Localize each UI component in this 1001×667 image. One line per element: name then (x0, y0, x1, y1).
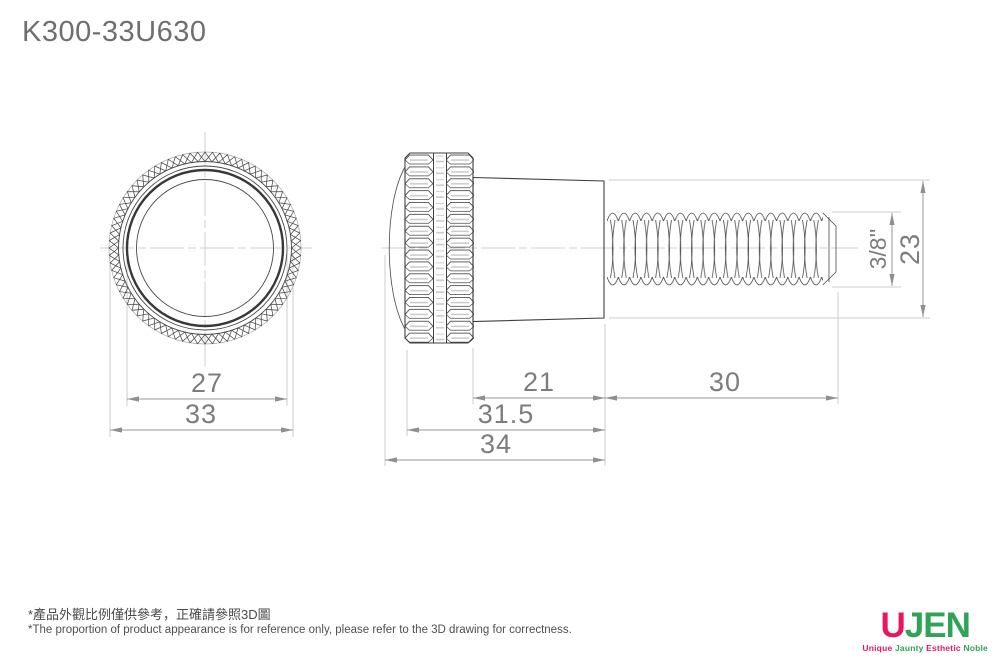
dim-label-head-collar-length: 31.5 (478, 399, 535, 429)
logo-tagline: Unique Jaunty Esthetic Noble (862, 643, 988, 653)
dim-label-knurl-diameter: 27 (191, 368, 223, 398)
dimensions: 27 33 21 30 31.5 34 3/8'' 23 (110, 181, 926, 463)
dim-label-thread-spec: 3/8'' (865, 229, 891, 270)
thread (607, 211, 823, 287)
footnotes: *產品外觀比例僅供參考，正確請參照3D圖 *The proportion of … (28, 606, 572, 638)
tagline-word-jaunty: Jaunty (894, 643, 924, 653)
knurl-panel-right (446, 153, 474, 343)
front-view (108, 151, 302, 345)
dim-label-knob-diameter: 33 (185, 399, 217, 429)
side-view (388, 152, 837, 344)
collar-outline (472, 176, 605, 323)
thread-chamfer (822, 212, 837, 286)
logo-letter-e: E (923, 606, 946, 645)
tagline-word-noble: Noble (963, 643, 988, 653)
ujen-logo: UJEN Unique Jaunty Esthetic Noble (862, 608, 988, 653)
footnote-chinese: *產品外觀比例僅供參考，正確請參照3D圖 (28, 607, 271, 622)
tagline-word-unique: Unique (862, 643, 893, 653)
dome-arc (388, 166, 406, 330)
dim-label-overall-length: 34 (480, 429, 512, 459)
tagline-word-esthetic: Esthetic (926, 643, 961, 653)
part-number-title: K300-33U630 (22, 16, 207, 48)
logo-wordmark: UJEN (862, 608, 988, 643)
logo-letter-j: J (904, 606, 924, 645)
knurl-panel-left (405, 153, 433, 343)
logo-letter-n: N (945, 606, 971, 645)
dim-label-thread-length: 30 (709, 367, 741, 397)
logo-letter-u: U (880, 606, 906, 645)
footnote-english: *The proportion of product appearance is… (28, 624, 572, 636)
dim-label-collar-length: 21 (523, 367, 555, 397)
head-outline (404, 152, 474, 344)
dim-label-collar-diameter: 23 (895, 233, 925, 265)
